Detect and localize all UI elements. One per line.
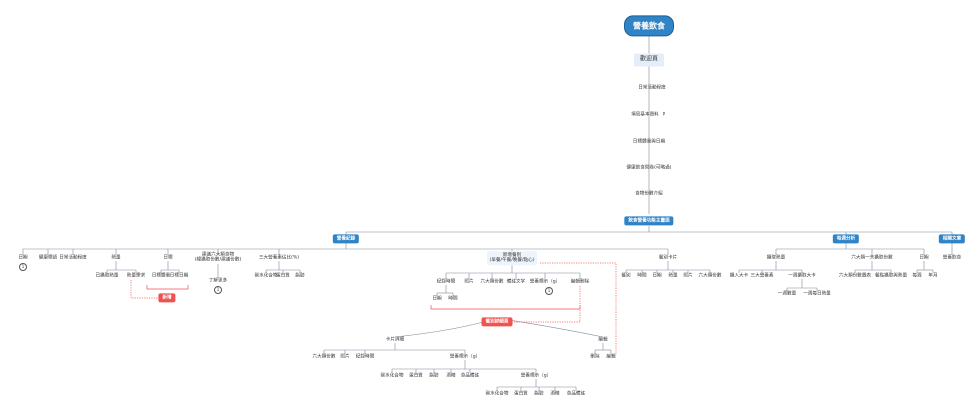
meal-detail-node[interactable]: 餐別詳細頁 — [481, 317, 513, 327]
card-detail[interactable]: 卡片詳細 — [385, 337, 405, 343]
meal-nutrition[interactable]: 營養標示（g） — [529, 279, 561, 285]
analysis-week[interactable]: 每週 — [912, 273, 922, 279]
detail-delete[interactable]: 刪除 — [590, 354, 600, 360]
add-meal-line2: (早餐/午餐/晚餐/點心) — [489, 258, 535, 263]
main-page-node[interactable]: 飲食營養功能主畫面 — [624, 216, 674, 226]
connector-101 — [146, 285, 189, 290]
detail-six-servings[interactable]: 六大類份數 — [312, 354, 336, 360]
six-groups-node[interactable]: 建議六大類食物 (總攝取份數/建議份數) — [194, 253, 242, 264]
detail-carb-2[interactable]: 碳水化合物 — [485, 391, 509, 397]
onboarding-step-3[interactable]: 日標體重與日期 — [632, 139, 666, 145]
analysis-week-analysis[interactable]: 一週每日熱量 — [803, 291, 831, 297]
circle-one-icon: 1 — [19, 263, 27, 271]
record-daily-activity[interactable]: 日常活動程度 — [59, 255, 87, 261]
analysis-intake[interactable]: 攝取熱量 — [766, 255, 786, 261]
meal-photo[interactable]: 照片 — [464, 279, 474, 285]
analysis-meal-intake[interactable]: 餐點攝取與熱量 — [874, 273, 908, 279]
related-node[interactable]: 相關文章 — [938, 234, 966, 244]
root-node[interactable]: 營養飲食 — [624, 15, 674, 37]
connector-102 — [430, 305, 581, 310]
macro-carb[interactable]: 碳水化合物 — [254, 273, 278, 279]
analysis-week-quantity[interactable]: 一週數量 — [777, 291, 797, 297]
detail-alcohol[interactable]: 酒精 — [446, 373, 456, 379]
macro-pct[interactable]: 三大營養素佔比(%) — [258, 255, 300, 261]
meal-record-time[interactable]: 紀錄時間 — [436, 279, 456, 285]
analysis-three-macros[interactable]: 三大營養素 — [750, 273, 774, 279]
card-photo[interactable]: 照片 — [683, 273, 693, 279]
connector-104 — [512, 286, 581, 323]
calories-need[interactable]: 熱量需求 — [126, 273, 146, 279]
six-groups-line2: (總攝取份數/建議份數) — [194, 258, 242, 263]
card-calories[interactable]: 熱量 — [668, 273, 678, 279]
meal-time[interactable]: 時間 — [448, 296, 458, 302]
calories-done[interactable]: 已攝取熱量 — [95, 273, 119, 279]
detail-fat-2[interactable]: 脂肪 — [534, 391, 544, 397]
connector-103 — [130, 280, 160, 299]
analysis-date[interactable]: 日期 — [919, 255, 929, 261]
welcome-node[interactable]: 歡迎頁 — [633, 53, 665, 67]
meal-card[interactable]: 餐別卡片 — [658, 255, 678, 261]
onboarding-step-2[interactable]: 填寫基本資料 — [631, 112, 659, 118]
circle-one-icon-2: 1 — [214, 286, 222, 294]
detail-fat[interactable]: 脂肪 — [429, 373, 439, 379]
onboarding-step-1[interactable]: 日常活動程度 — [638, 85, 666, 91]
detail-nutrition-2[interactable]: 營養標示（g） — [520, 373, 552, 379]
detail-edit-2[interactable]: 編輯 — [606, 354, 616, 360]
record-calories[interactable]: 熱量 — [111, 255, 121, 261]
card-date[interactable]: 日期 — [652, 273, 662, 279]
meal-note-text[interactable]: 備註文字 — [506, 279, 526, 285]
circle-one-icon-3: 1 — [545, 287, 553, 295]
analysis-week-intake[interactable]: 一週攝取大卡 — [788, 273, 816, 279]
connector-105 — [540, 262, 617, 355]
detail-nutrition[interactable]: 營養標示（g） — [449, 354, 481, 360]
goal-weight[interactable]: 日標體重 — [151, 273, 171, 279]
onboarding-step-4[interactable]: 健康飲食問卷(可略過) — [626, 165, 672, 171]
record-goal[interactable]: 日標 — [163, 255, 173, 261]
meal-six-servings[interactable]: 六大類份數 — [480, 279, 504, 285]
add-meal-line1: 新增餐別 — [502, 252, 522, 258]
detail-food-note-2[interactable]: 食品備註 — [566, 391, 586, 397]
detail-protein-2[interactable]: 蛋白質 — [514, 391, 528, 397]
detail-carb[interactable]: 碳水化合物 — [380, 373, 404, 379]
card-meal[interactable]: 餐別 — [621, 273, 631, 279]
card-six-servings[interactable]: 六大類份數 — [698, 273, 722, 279]
badge-icon: P — [662, 111, 666, 117]
detail-food-note[interactable]: 食品備註 — [460, 373, 480, 379]
analysis-six-week[interactable]: 六大類一天攝取份數 — [851, 255, 893, 261]
six-groups-line1: 建議六大類食物 — [201, 252, 235, 258]
analysis-node[interactable]: 每週分析 — [832, 234, 860, 244]
meal-edit-delete[interactable]: 編輯刪除 — [570, 279, 590, 285]
analysis-year-month[interactable]: 年月 — [928, 273, 938, 279]
analysis-intake-size[interactable]: 攝入大卡 — [729, 273, 749, 279]
record-date[interactable]: 日期 — [18, 255, 28, 261]
connector-75 — [496, 317, 604, 338]
macro-fat[interactable]: 脂肪 — [295, 273, 305, 279]
detail-edit[interactable]: 編輯 — [598, 337, 608, 343]
card-time[interactable]: 時間 — [637, 273, 647, 279]
detail-photo[interactable]: 照片 — [340, 354, 350, 360]
detail-protein[interactable]: 蛋白質 — [409, 373, 423, 379]
analysis-six-servings[interactable]: 六大類份數圖表 — [838, 273, 872, 279]
goal-date[interactable]: 日標日期 — [169, 273, 189, 279]
record-node[interactable]: 營養紀錄 — [332, 234, 360, 244]
record-health-tips[interactable]: 健康標語 — [38, 255, 58, 261]
detail-alcohol-2[interactable]: 酒精 — [550, 391, 560, 397]
new-label-node[interactable]: 新增 — [158, 293, 176, 303]
related-article[interactable]: 營養飲食 — [942, 255, 962, 261]
meal-day[interactable]: 日期 — [432, 296, 442, 302]
detail-record-time[interactable]: 紀錄時間 — [355, 354, 375, 360]
add-meal-node[interactable]: 新增餐別 (早餐/午餐/晚餐/點心) — [487, 251, 537, 265]
onboarding-step-5[interactable]: 食物份數介紹 — [635, 191, 663, 197]
macro-protein[interactable]: 蛋白質 — [276, 273, 290, 279]
learn-more[interactable]: 了解更多 — [208, 278, 228, 284]
